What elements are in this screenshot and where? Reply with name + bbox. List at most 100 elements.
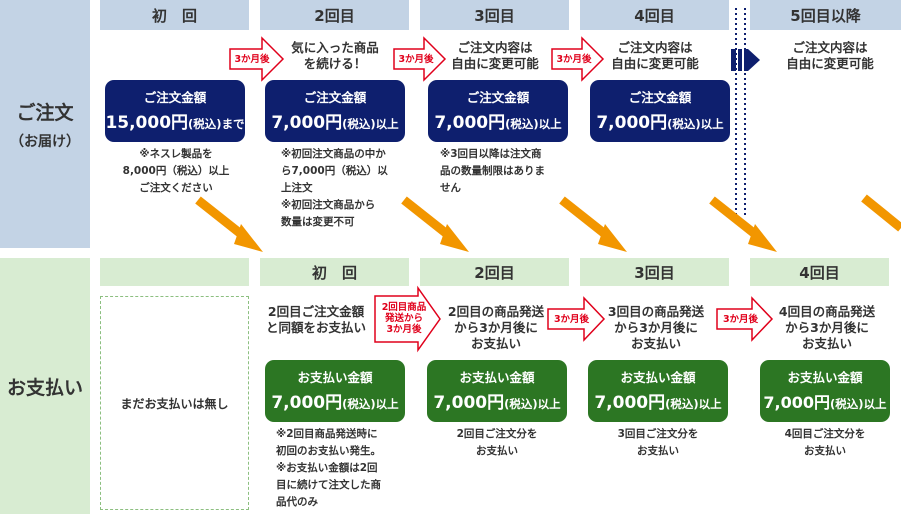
note-line: 目に続けて注文した商 xyxy=(276,479,381,491)
payment-amount-title: お支払い金額 xyxy=(459,370,535,385)
payment-amount-title: お支払い金額 xyxy=(620,370,696,385)
payment-header-1: 初 回 xyxy=(260,258,409,286)
amount: 7,000円 xyxy=(271,393,343,413)
tax-label: (税込) xyxy=(505,117,539,131)
note-line: ※ネスレ製品を xyxy=(139,148,213,160)
order-note-2: ※初回注文商品の中か ら7,000円（税込）以 上注文 ※初回注文商品から 数量… xyxy=(281,146,407,231)
order-amount-title: ご注文金額 xyxy=(628,90,692,105)
order-row-title: ご注文 xyxy=(16,101,74,124)
payment-header-4: 4回目 xyxy=(750,258,889,286)
payment-arrow-label-1: 2回目商品 発送から 3か月後 xyxy=(381,302,427,335)
note-line: 品代のみ xyxy=(276,496,318,508)
amount-suffix: 以上 xyxy=(375,117,399,131)
note-line: ※3回目以降は注文商 xyxy=(440,148,542,160)
payment-header-2: 2回目 xyxy=(420,258,569,286)
amount-suffix: 以上 xyxy=(863,397,887,411)
order-message-4: ご注文内容は 自由に変更可能 xyxy=(611,40,699,71)
payment-amount-value: 7,000円(税込)以上 xyxy=(588,392,728,415)
order-amount-box-3: ご注文金額 7,000円(税込)以上 xyxy=(428,80,568,142)
payment-note-3: 3回目ご注文分を お支払い xyxy=(588,426,728,460)
payment-amount-box-4: お支払い金額 7,000円(税込)以上 xyxy=(760,360,890,422)
order-amount-box-1: ご注文金額 15,000円(税込)まで xyxy=(105,80,245,142)
note-line: ※2回目商品発送時に xyxy=(276,428,378,440)
payment-message-1: 2回目ご注文金額 と同額をお支払い xyxy=(265,304,366,335)
no-payment-box: まだお支払いは無し xyxy=(100,296,249,510)
order-row-label: ご注文 （お届け） xyxy=(0,0,90,248)
order-arrow-label-2: 3か月後 xyxy=(398,54,434,65)
payment-amount-box-3: お支払い金額 7,000円(税込)以上 xyxy=(588,360,728,422)
order-amount-title: ご注文金額 xyxy=(303,90,367,105)
note-line: お支払い xyxy=(637,445,679,457)
order-amount-title: ご注文金額 xyxy=(143,90,207,105)
tax-label: (税込) xyxy=(342,397,376,411)
note-line: 上注文 xyxy=(281,182,313,194)
payment-note-4: 4回目ご注文分を お支払い xyxy=(758,426,892,460)
note-line: ご注文ください xyxy=(139,182,213,194)
payment-row-label: お支払い xyxy=(0,258,90,514)
note-line: ※お支払い金額は2回 xyxy=(276,462,378,474)
amount: 7,000円 xyxy=(271,113,343,133)
tax-label: (税込) xyxy=(667,117,701,131)
amount-suffix: 以上 xyxy=(538,117,562,131)
tax-label: (税込) xyxy=(665,397,699,411)
note-line: 4回目ご注文分を xyxy=(784,428,866,440)
order-header-4: 4回目 xyxy=(580,0,729,30)
payment-header-3: 3回目 xyxy=(580,258,729,286)
order-note-3: ※3回目以降は注文商 品の数量制限はありま せん xyxy=(440,146,566,197)
payment-row-title: お支払い xyxy=(6,376,83,399)
payment-message-2: 2回目の商品発送 から3か月後に お支払い xyxy=(447,304,545,351)
order-amount-value: 15,000円(税込)まで xyxy=(105,112,245,135)
order-header-2: 2回目 xyxy=(260,0,409,30)
amount-suffix: まで xyxy=(221,117,245,131)
note-line: ※初回注文商品の中か xyxy=(281,148,386,160)
order-arrow-label-3: 3か月後 xyxy=(556,54,592,65)
payment-amount-value: 7,000円(税込)以上 xyxy=(427,392,567,415)
amount: 7,000円 xyxy=(433,393,505,413)
amount-suffix: 以上 xyxy=(375,397,399,411)
order-amount-value: 7,000円(税込)以上 xyxy=(265,112,405,135)
tax-label: (税込) xyxy=(830,397,864,411)
payment-arrow-label-2: 3か月後 xyxy=(553,314,590,325)
order-amount-box-4: ご注文金額 7,000円(税込)以上 xyxy=(590,80,730,142)
order-message-5: ご注文内容は 自由に変更可能 xyxy=(786,40,874,71)
order-header-5: 5回目以降 xyxy=(750,0,901,30)
amount: 7,000円 xyxy=(594,393,666,413)
orange-arrow-icon xyxy=(709,196,777,252)
orange-arrow-icon xyxy=(559,196,627,252)
tax-label: (税込) xyxy=(342,117,376,131)
payment-note-1: ※2回目商品発送時に 初回のお支払い発生。 ※お支払い金額は2回 目に続けて注文… xyxy=(276,426,404,511)
note-line: 8,000円（税込）以上 xyxy=(122,165,230,177)
red-arrow-icon xyxy=(393,36,447,82)
orange-arrow-icon xyxy=(861,194,901,232)
note-line: 数量は変更不可 xyxy=(281,216,355,228)
note-line: 初回のお支払い発生。 xyxy=(276,445,381,457)
note-line: せん xyxy=(440,182,461,194)
amount-suffix: 以上 xyxy=(700,117,724,131)
payment-message-4: 4回目の商品発送 から3か月後に お支払い xyxy=(778,304,876,351)
payment-amount-title: お支払い金額 xyxy=(297,370,373,385)
order-amount-title: ご注文金額 xyxy=(466,90,530,105)
order-amount-box-2: ご注文金額 7,000円(税込)以上 xyxy=(265,80,405,142)
amount-suffix: 以上 xyxy=(537,397,561,411)
payment-amount-title: お支払い金額 xyxy=(787,370,863,385)
navy-arrow-icon xyxy=(731,49,760,71)
payment-message-3: 3回目の商品発送 から3か月後に お支払い xyxy=(607,304,705,351)
order-header-1: 初 回 xyxy=(100,0,249,30)
note-line: ※初回注文商品から xyxy=(281,199,376,211)
payment-amount-box-1: お支払い金額 7,000円(税込)以上 xyxy=(265,360,405,422)
orange-arrow-icon xyxy=(401,196,469,252)
note-line: 3回目ご注文分を xyxy=(617,428,699,440)
note-line: 2回目ご注文分を xyxy=(456,428,538,440)
payment-note-2: 2回目ご注文分を お支払い xyxy=(427,426,567,460)
payment-amount-box-2: お支払い金額 7,000円(税込)以上 xyxy=(427,360,567,422)
red-arrow-icon xyxy=(229,36,285,82)
note-line: 品の数量制限はありま xyxy=(440,165,545,177)
note-line: お支払い xyxy=(476,445,518,457)
tax-label: (税込) xyxy=(188,117,222,131)
order-note-1: ※ネスレ製品を 8,000円（税込）以上 ご注文ください xyxy=(110,146,242,197)
amount: 7,000円 xyxy=(763,393,831,412)
order-amount-value: 7,000円(税込)以上 xyxy=(590,112,730,135)
amount: 7,000円 xyxy=(596,113,668,133)
order-arrow-label-1: 3か月後 xyxy=(234,54,270,65)
